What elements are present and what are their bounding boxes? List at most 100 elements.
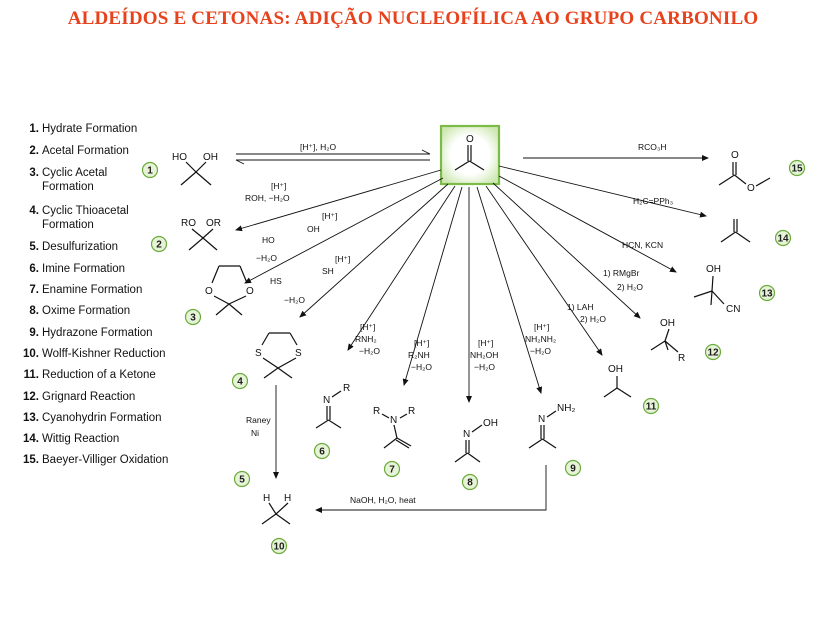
atom-label: O <box>466 134 474 145</box>
condition-2b: ROH, −H₂O <box>245 193 290 203</box>
svg-text:N: N <box>323 395 330 406</box>
condition-6c: −H₂O <box>359 346 380 356</box>
badge-3: 3 <box>184 308 202 326</box>
badge-11: 11 <box>642 397 660 415</box>
svg-text:1: 1 <box>147 166 153 177</box>
reaction-conditions: [H⁺], H₂O [H⁺] ROH, −H₂O [H⁺] HO OH −H₂O… <box>245 142 673 505</box>
condition-9c: −H₂O <box>530 346 551 356</box>
condition-4d: −H₂O <box>284 295 305 305</box>
legend-item: 6.Imine Formation <box>29 263 126 275</box>
arrow-12 <box>492 182 641 319</box>
svg-text:RO: RO <box>181 218 196 229</box>
product-11-alcohol: OH <box>603 364 632 398</box>
product-6-imine: R N <box>315 383 350 429</box>
condition-4b: HS <box>270 276 282 286</box>
svg-text:H: H <box>263 493 270 504</box>
product-1-hydrate: HO OH <box>172 152 218 186</box>
product-8-oxime: OH N <box>454 418 498 463</box>
legend-item: 14.Wittig Reaction <box>23 433 120 445</box>
condition-1: [H⁺], H₂O <box>300 142 337 152</box>
svg-text:O: O <box>747 183 755 194</box>
badge-6: 6 <box>313 442 331 460</box>
condition-6b: RNH₂ <box>355 334 377 344</box>
condition-7a: [H⁺] <box>414 338 429 348</box>
condition-8b: NH₂OH <box>470 350 498 360</box>
legend-item: 15.Baeyer-Villiger Oxidation <box>23 454 169 466</box>
svg-text:O: O <box>731 150 739 161</box>
condition-8c: −H₂O <box>474 362 495 372</box>
svg-text:7: 7 <box>389 465 395 476</box>
svg-text:HO: HO <box>172 152 187 163</box>
svg-text:10: 10 <box>273 542 285 553</box>
legend-item: 10.Wolff-Kishner Reduction <box>23 348 166 360</box>
svg-text:N: N <box>390 415 397 426</box>
svg-text:5: 5 <box>239 475 245 486</box>
svg-text:13: 13 <box>761 289 773 300</box>
condition-15: RCO₃H <box>638 142 667 152</box>
badge-9: 9 <box>564 459 582 477</box>
svg-text:2: 2 <box>156 240 162 251</box>
badge-4: 4 <box>231 372 249 390</box>
svg-text:S: S <box>295 348 302 359</box>
condition-3c: OH <box>307 224 320 234</box>
svg-text:R: R <box>343 383 350 394</box>
arrow-14 <box>498 165 707 218</box>
condition-9a: [H⁺] <box>534 322 549 332</box>
badge-14: 14 <box>774 229 792 247</box>
condition-11b: 2) H₂O <box>580 314 606 324</box>
condition-12a: 1) RMgBr <box>603 268 640 278</box>
condition-4c: SH <box>322 266 334 276</box>
legend-item: 9.Hydrazone Formation <box>29 327 153 339</box>
condition-13: HCN, KCN <box>622 240 663 250</box>
svg-text:8: 8 <box>467 478 473 489</box>
legend-item: 12.Grignard Reaction <box>23 391 136 403</box>
arrow-7 <box>402 186 463 386</box>
arrow-6 <box>347 185 456 351</box>
svg-text:OH: OH <box>660 318 675 329</box>
product-15-ester: O O <box>718 150 771 194</box>
product-10-alkane: H H <box>261 493 291 525</box>
arrow-3 <box>244 177 444 284</box>
svg-text:R: R <box>373 406 380 417</box>
svg-text:N: N <box>463 429 470 440</box>
condition-3d: −H₂O <box>256 253 277 263</box>
svg-text:O: O <box>246 286 254 297</box>
step-badges: 1 2 3 4 5 6 7 8 9 10 11 12 13 14 15 <box>141 159 806 555</box>
product-9-hydrazone: NH₂ N <box>528 403 575 449</box>
product-3-cyclic-acetal: O O <box>205 265 254 316</box>
badge-1: 1 <box>141 161 159 179</box>
legend-item: 13.Cyanohydrin Formation <box>23 412 162 424</box>
product-14-alkene <box>720 219 751 243</box>
badge-8: 8 <box>461 473 479 491</box>
badge-5: 5 <box>233 470 251 488</box>
condition-12b: 2) H₂O <box>617 282 643 292</box>
badge-7: 7 <box>383 460 401 478</box>
condition-11a: 1) LAH <box>567 302 593 312</box>
svg-text:OH: OH <box>608 364 623 375</box>
svg-text:O: O <box>205 286 213 297</box>
product-13-cyanohydrin: OH CN <box>693 264 740 315</box>
condition-3a: [H⁺] <box>322 211 337 221</box>
svg-text:H: H <box>284 493 291 504</box>
svg-text:12: 12 <box>707 348 719 359</box>
svg-text:S: S <box>255 348 262 359</box>
central-ketone: O <box>439 124 501 186</box>
legend-item: 11.Reduction of a Ketone <box>23 369 156 381</box>
condition-9b: NH₂NH₂ <box>525 334 556 344</box>
condition-10: NaOH, H₂O, heat <box>350 495 416 505</box>
condition-3b: HO <box>262 235 275 245</box>
svg-text:4: 4 <box>237 377 243 388</box>
condition-7c: −H₂O <box>411 362 432 372</box>
svg-text:NH₂: NH₂ <box>557 403 575 414</box>
svg-text:OH: OH <box>706 264 721 275</box>
badge-12: 12 <box>704 343 722 361</box>
condition-4a: [H⁺] <box>335 254 350 264</box>
condition-8a: [H⁺] <box>478 338 493 348</box>
svg-text:14: 14 <box>777 234 789 245</box>
arrow-2 <box>235 169 442 232</box>
svg-text:3: 3 <box>190 313 196 324</box>
svg-text:6: 6 <box>319 447 325 458</box>
arrow-9 <box>476 186 543 394</box>
